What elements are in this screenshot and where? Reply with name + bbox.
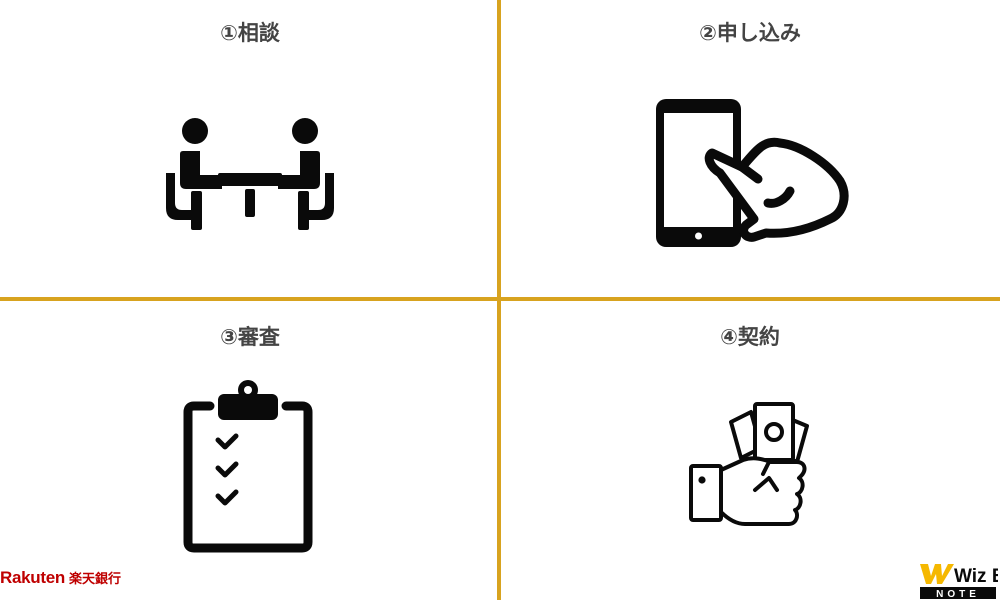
smartphone-tap-icon xyxy=(650,95,850,255)
clipboard-checklist-icon xyxy=(180,380,320,556)
step-4-title: ④契約 xyxy=(720,325,780,349)
wizbiz-note-text: NOTE xyxy=(936,589,980,600)
rakuten-bank-logo: Rakuten 楽天銀行 xyxy=(0,568,121,598)
step-2-title: ②申し込み xyxy=(699,21,801,45)
wizbiz-note-logo: Wiz Biz NOTE xyxy=(918,558,1000,600)
step-1-title: ①相談 xyxy=(220,21,280,45)
hand-holding-money-icon xyxy=(685,400,815,532)
wizbiz-name-text: Wiz Biz xyxy=(954,566,998,587)
step-3-title: ③審査 xyxy=(220,325,280,349)
rakuten-logo-text: Rakuten xyxy=(0,568,65,587)
rakuten-bank-text: 楽天銀行 xyxy=(68,572,121,587)
horizontal-divider xyxy=(0,297,1000,301)
meeting-icon xyxy=(160,115,340,235)
